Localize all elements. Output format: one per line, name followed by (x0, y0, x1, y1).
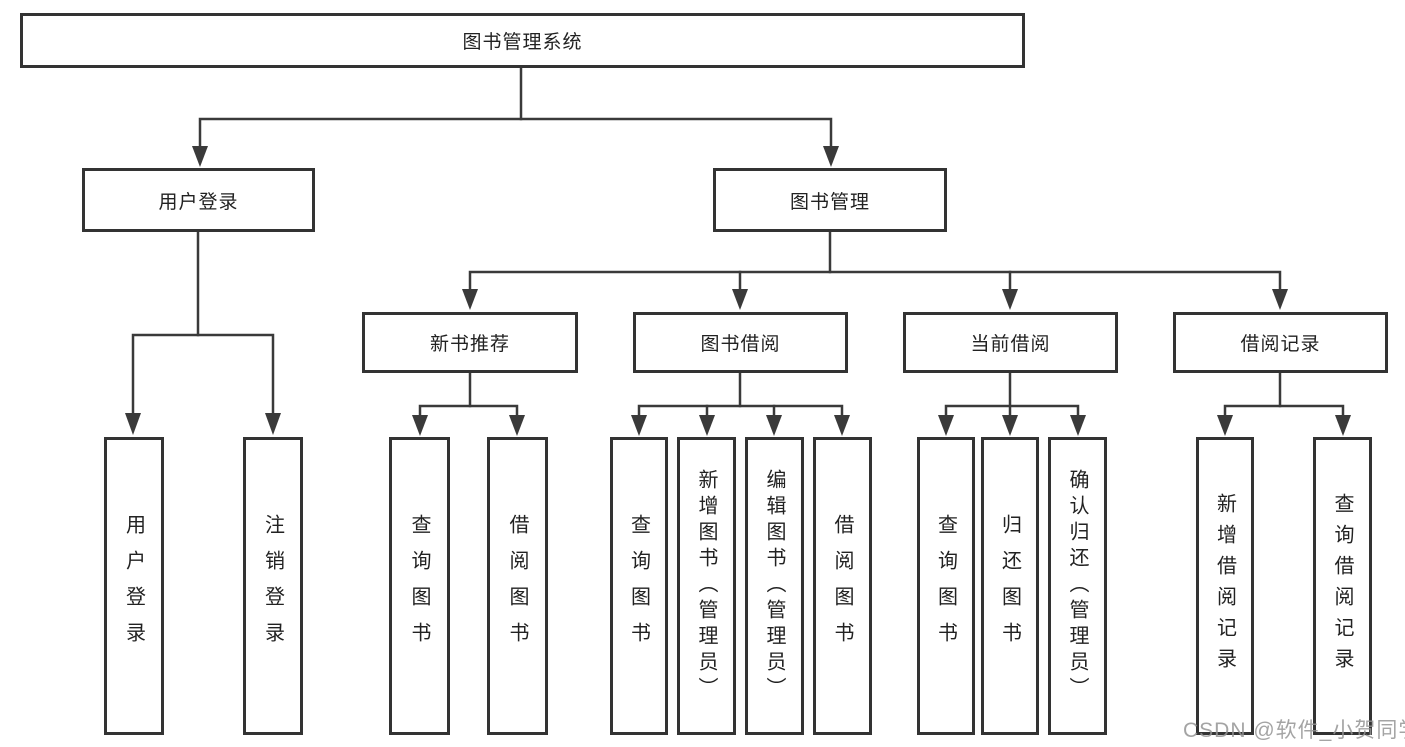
leaf-edit-book-admin: 编辑图书（管理员） (745, 437, 804, 735)
node-book-borrowing: 图书借阅 (633, 312, 848, 373)
connector-book-borrowing-children (631, 371, 850, 436)
watermark: CSDN @软件_小贺同学 (1183, 719, 1405, 742)
node-book-management: 图书管理 (713, 168, 947, 232)
leaf-logout-login: 注销登录 (243, 437, 303, 735)
leaf-user-login: 用户登录 (104, 437, 164, 735)
connector-root-to-level2 (192, 66, 839, 167)
leaf-query-books-recommend: 查询图书 (389, 437, 450, 735)
node-borrowing-records: 借阅记录 (1173, 312, 1388, 373)
connector-book-management-children (462, 230, 1288, 310)
connector-new-book-recommend-children (412, 371, 525, 436)
connector-current-borrowing-children (938, 371, 1086, 436)
leaf-return-books: 归还图书 (981, 437, 1039, 735)
connector-user-login-children (125, 230, 281, 435)
leaf-add-book-admin: 新增图书（管理员） (677, 437, 736, 735)
leaf-query-books-borrowing: 查询图书 (610, 437, 668, 735)
leaf-borrow-books-borrowing: 借阅图书 (813, 437, 872, 735)
leaf-query-borrow-record: 查询借阅记录 (1313, 437, 1372, 735)
connector-borrowing-records-children (1217, 371, 1351, 436)
leaf-borrow-books-recommend: 借阅图书 (487, 437, 548, 735)
node-current-borrowing: 当前借阅 (903, 312, 1118, 373)
node-library-system-root: 图书管理系统 (20, 13, 1025, 68)
leaf-query-books-current: 查询图书 (917, 437, 975, 735)
leaf-add-borrow-record: 新增借阅记录 (1196, 437, 1254, 735)
node-user-login: 用户登录 (82, 168, 315, 232)
leaf-confirm-return-admin: 确认归还（管理员） (1048, 437, 1107, 735)
node-new-book-recommend: 新书推荐 (362, 312, 578, 373)
